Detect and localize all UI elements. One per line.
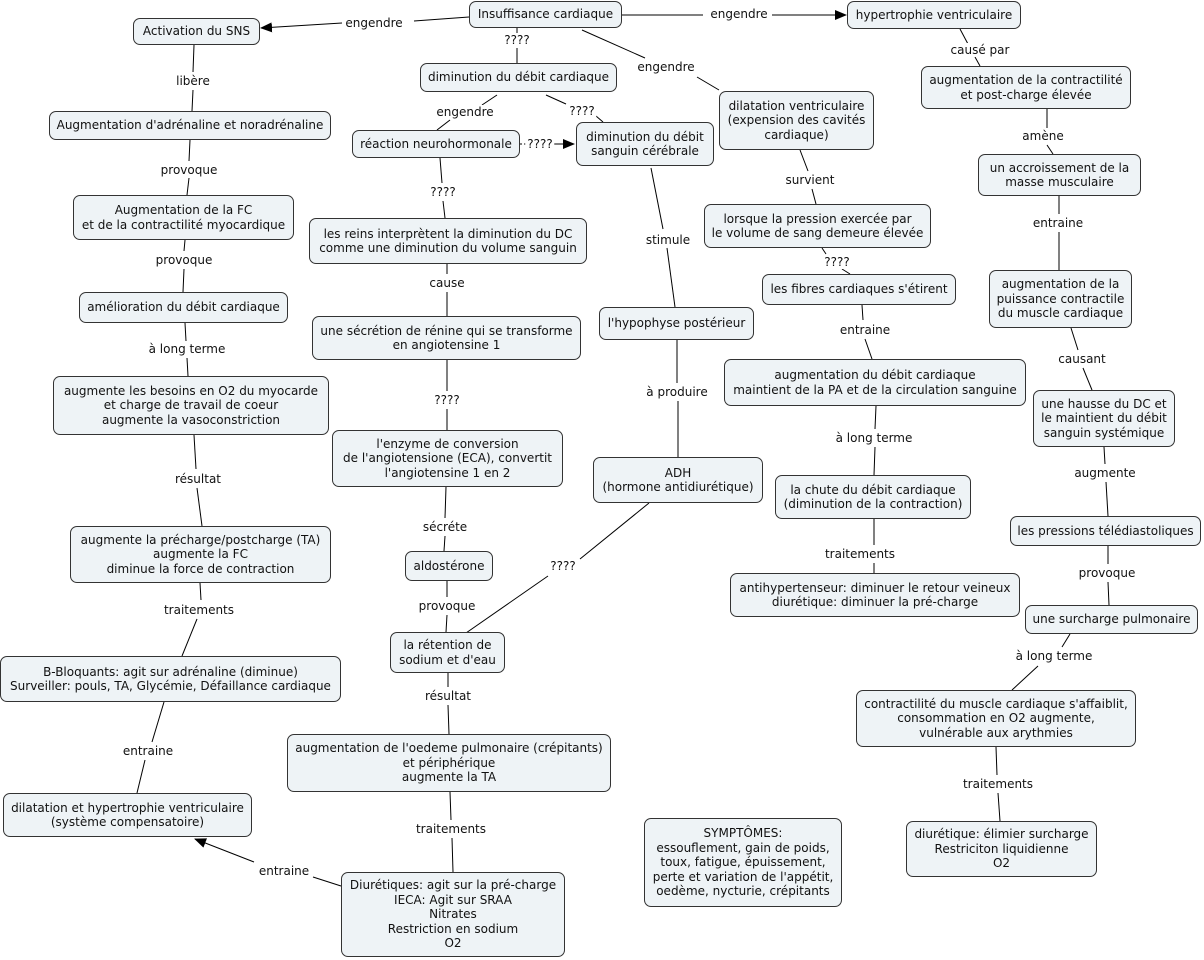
link-label-libere: libère bbox=[174, 74, 212, 88]
link-label-traitements: traitements bbox=[822, 547, 898, 561]
concept-enzyme-conversion-eca[interactable]: l'enzyme de conversion de l'angiotension… bbox=[332, 430, 563, 487]
link-label-resultat: résultat bbox=[172, 472, 224, 486]
link-label-engendre: engendre bbox=[434, 105, 496, 119]
link-label-provoque: provoque bbox=[153, 253, 215, 267]
concept-symptomes[interactable]: SYMPTÔMES: essouflement, gain de poids, … bbox=[644, 818, 842, 907]
concept-oedeme-pulmonaire[interactable]: augmentation de l'oedeme pulmonaire (cré… bbox=[287, 734, 611, 792]
concept-augmente-besoins-o2[interactable]: augmente les besoins en O2 du myocarde e… bbox=[53, 376, 329, 435]
concept-amelioration-debit-cardiaque[interactable]: amélioration du débit cardiaque bbox=[79, 292, 288, 323]
concept-augmentation-contractilite-postcharge[interactable]: augmentation de la contractilité et post… bbox=[921, 66, 1131, 109]
concept-diminution-debit-cerebral[interactable]: diminution du débit sanguin cérébrale bbox=[576, 122, 714, 166]
link-label-unknown: ???? bbox=[548, 559, 578, 573]
link-label-unknown: ???? bbox=[502, 33, 532, 47]
link-label-entraine: entraine bbox=[256, 864, 312, 878]
concept-antihypertenseur[interactable]: antihypertenseur: diminuer le retour vei… bbox=[730, 573, 1020, 617]
concept-fibres-etirent[interactable]: les fibres cardiaques s'étirent bbox=[762, 274, 956, 305]
link-label-a-produire: à produire bbox=[644, 385, 710, 399]
concept-dilatation-hypertrophie[interactable]: dilatation et hypertrophie ventriculaire… bbox=[3, 793, 252, 837]
concept-diminution-debit-cardiaque[interactable]: diminution du débit cardiaque bbox=[420, 63, 617, 92]
concept-hypertrophie-ventriculaire[interactable]: hypertrophie ventriculaire bbox=[847, 1, 1021, 29]
link-label-amene: amène bbox=[1020, 129, 1066, 143]
concept-pression-elevee[interactable]: lorsque la pression exercée par le volum… bbox=[704, 204, 931, 248]
concept-surcharge-pulmonaire[interactable]: une surcharge pulmonaire bbox=[1025, 605, 1198, 634]
concept-chute-debit-cardiaque[interactable]: la chute du débit cardiaque (diminution … bbox=[775, 475, 971, 519]
link-label-provoque: provoque bbox=[1076, 566, 1138, 580]
concept-aldosterone[interactable]: aldostérone bbox=[405, 551, 493, 581]
concept-augmentation-adrenaline[interactable]: Augmentation d'adrénaline et noradrénali… bbox=[49, 111, 331, 140]
link-label-secrete: sécréte bbox=[420, 520, 470, 534]
link-label-stimule: stimule bbox=[643, 233, 693, 247]
concept-adh[interactable]: ADH (hormone antidiurétique) bbox=[593, 457, 763, 503]
link-label-a-long-terme: à long terme bbox=[146, 342, 228, 356]
link-label-entraine: entraine bbox=[1030, 216, 1086, 230]
concept-hypophyse-posterieur[interactable]: l'hypophyse postérieur bbox=[599, 307, 754, 340]
link-label-engendre: engendre bbox=[343, 16, 405, 30]
link-label-augmente: augmente bbox=[1072, 466, 1138, 480]
link-label-unknown: ???? bbox=[428, 185, 458, 199]
concept-augmentation-puissance-contractile[interactable]: augmentation de la puissance contractile… bbox=[989, 270, 1132, 328]
link-label-cause: cause bbox=[427, 276, 467, 290]
concept-contractilite-affaiblit[interactable]: contractilité du muscle cardiaque s'affa… bbox=[856, 690, 1136, 747]
link-label-a-long-terme: à long terme bbox=[833, 431, 915, 445]
link-label-unknown: ???? bbox=[567, 104, 597, 118]
link-label-engendre: engendre bbox=[635, 60, 697, 74]
concept-activation-sns[interactable]: Activation du SNS bbox=[133, 18, 260, 45]
concept-dilatation-ventriculaire[interactable]: dilatation ventriculaire (expension des … bbox=[719, 91, 874, 150]
link-label-engendre: engendre bbox=[708, 7, 770, 21]
concept-secretion-renine[interactable]: une sécrétion de rénine qui se transform… bbox=[312, 316, 581, 360]
link-label-traitements: traitements bbox=[960, 777, 1036, 791]
link-label-causant: causant bbox=[1056, 352, 1108, 366]
link-label-resultat: résultat bbox=[422, 689, 474, 703]
link-label-traitements: traitements bbox=[161, 603, 237, 617]
concept-b-bloquants[interactable]: B-Bloquants: agit sur adrénaline (diminu… bbox=[0, 656, 341, 702]
concept-augmentation-debit-pa[interactable]: augmentation du débit cardiaque maintien… bbox=[724, 359, 1026, 406]
link-label-entraine: entraine bbox=[837, 323, 893, 337]
concept-pressions-telediastoliques[interactable]: les pressions télédiastoliques bbox=[1010, 516, 1201, 546]
link-label-a-long-terme: à long terme bbox=[1013, 649, 1095, 663]
link-label-traitements: traitements bbox=[413, 822, 489, 836]
concept-augmente-precharge[interactable]: augmente la précharge/postcharge (TA) au… bbox=[70, 526, 331, 583]
concept-reins-interpretent[interactable]: les reins interprètent la diminution du … bbox=[309, 218, 587, 264]
concept-accroissement-masse-musculaire[interactable]: un accroissement de la masse musculaire bbox=[978, 154, 1141, 196]
concept-diuretique-surcharge[interactable]: diurétique: élimier surcharge Restricito… bbox=[906, 821, 1097, 877]
link-label-provoque: provoque bbox=[158, 163, 220, 177]
link-label-entraine: entraine bbox=[120, 744, 176, 758]
link-label-unknown: ???? bbox=[525, 137, 555, 151]
link-label-unknown: ???? bbox=[822, 255, 852, 269]
concept-insuffisance-cardiaque[interactable]: Insuffisance cardiaque bbox=[469, 1, 622, 28]
concept-retention-sodium-eau[interactable]: la rétention de sodium et d'eau bbox=[390, 632, 505, 673]
link-label-provoque: provoque bbox=[416, 599, 478, 613]
link-label-cause-par: causé par bbox=[948, 43, 1012, 57]
concept-augmentation-fc-contractilite[interactable]: Augmentation de la FC et de la contracti… bbox=[73, 195, 294, 240]
link-label-survient: survient bbox=[783, 173, 837, 187]
link-label-unknown: ???? bbox=[432, 393, 462, 407]
concept-diuretiques-traitement[interactable]: Diurétiques: agit sur la pré-charge IECA… bbox=[341, 872, 565, 957]
concept-reaction-neurohormonale[interactable]: réaction neurohormonale bbox=[352, 130, 520, 158]
concept-hausse-dc[interactable]: une hausse du DC et le maintient du débi… bbox=[1033, 390, 1175, 447]
